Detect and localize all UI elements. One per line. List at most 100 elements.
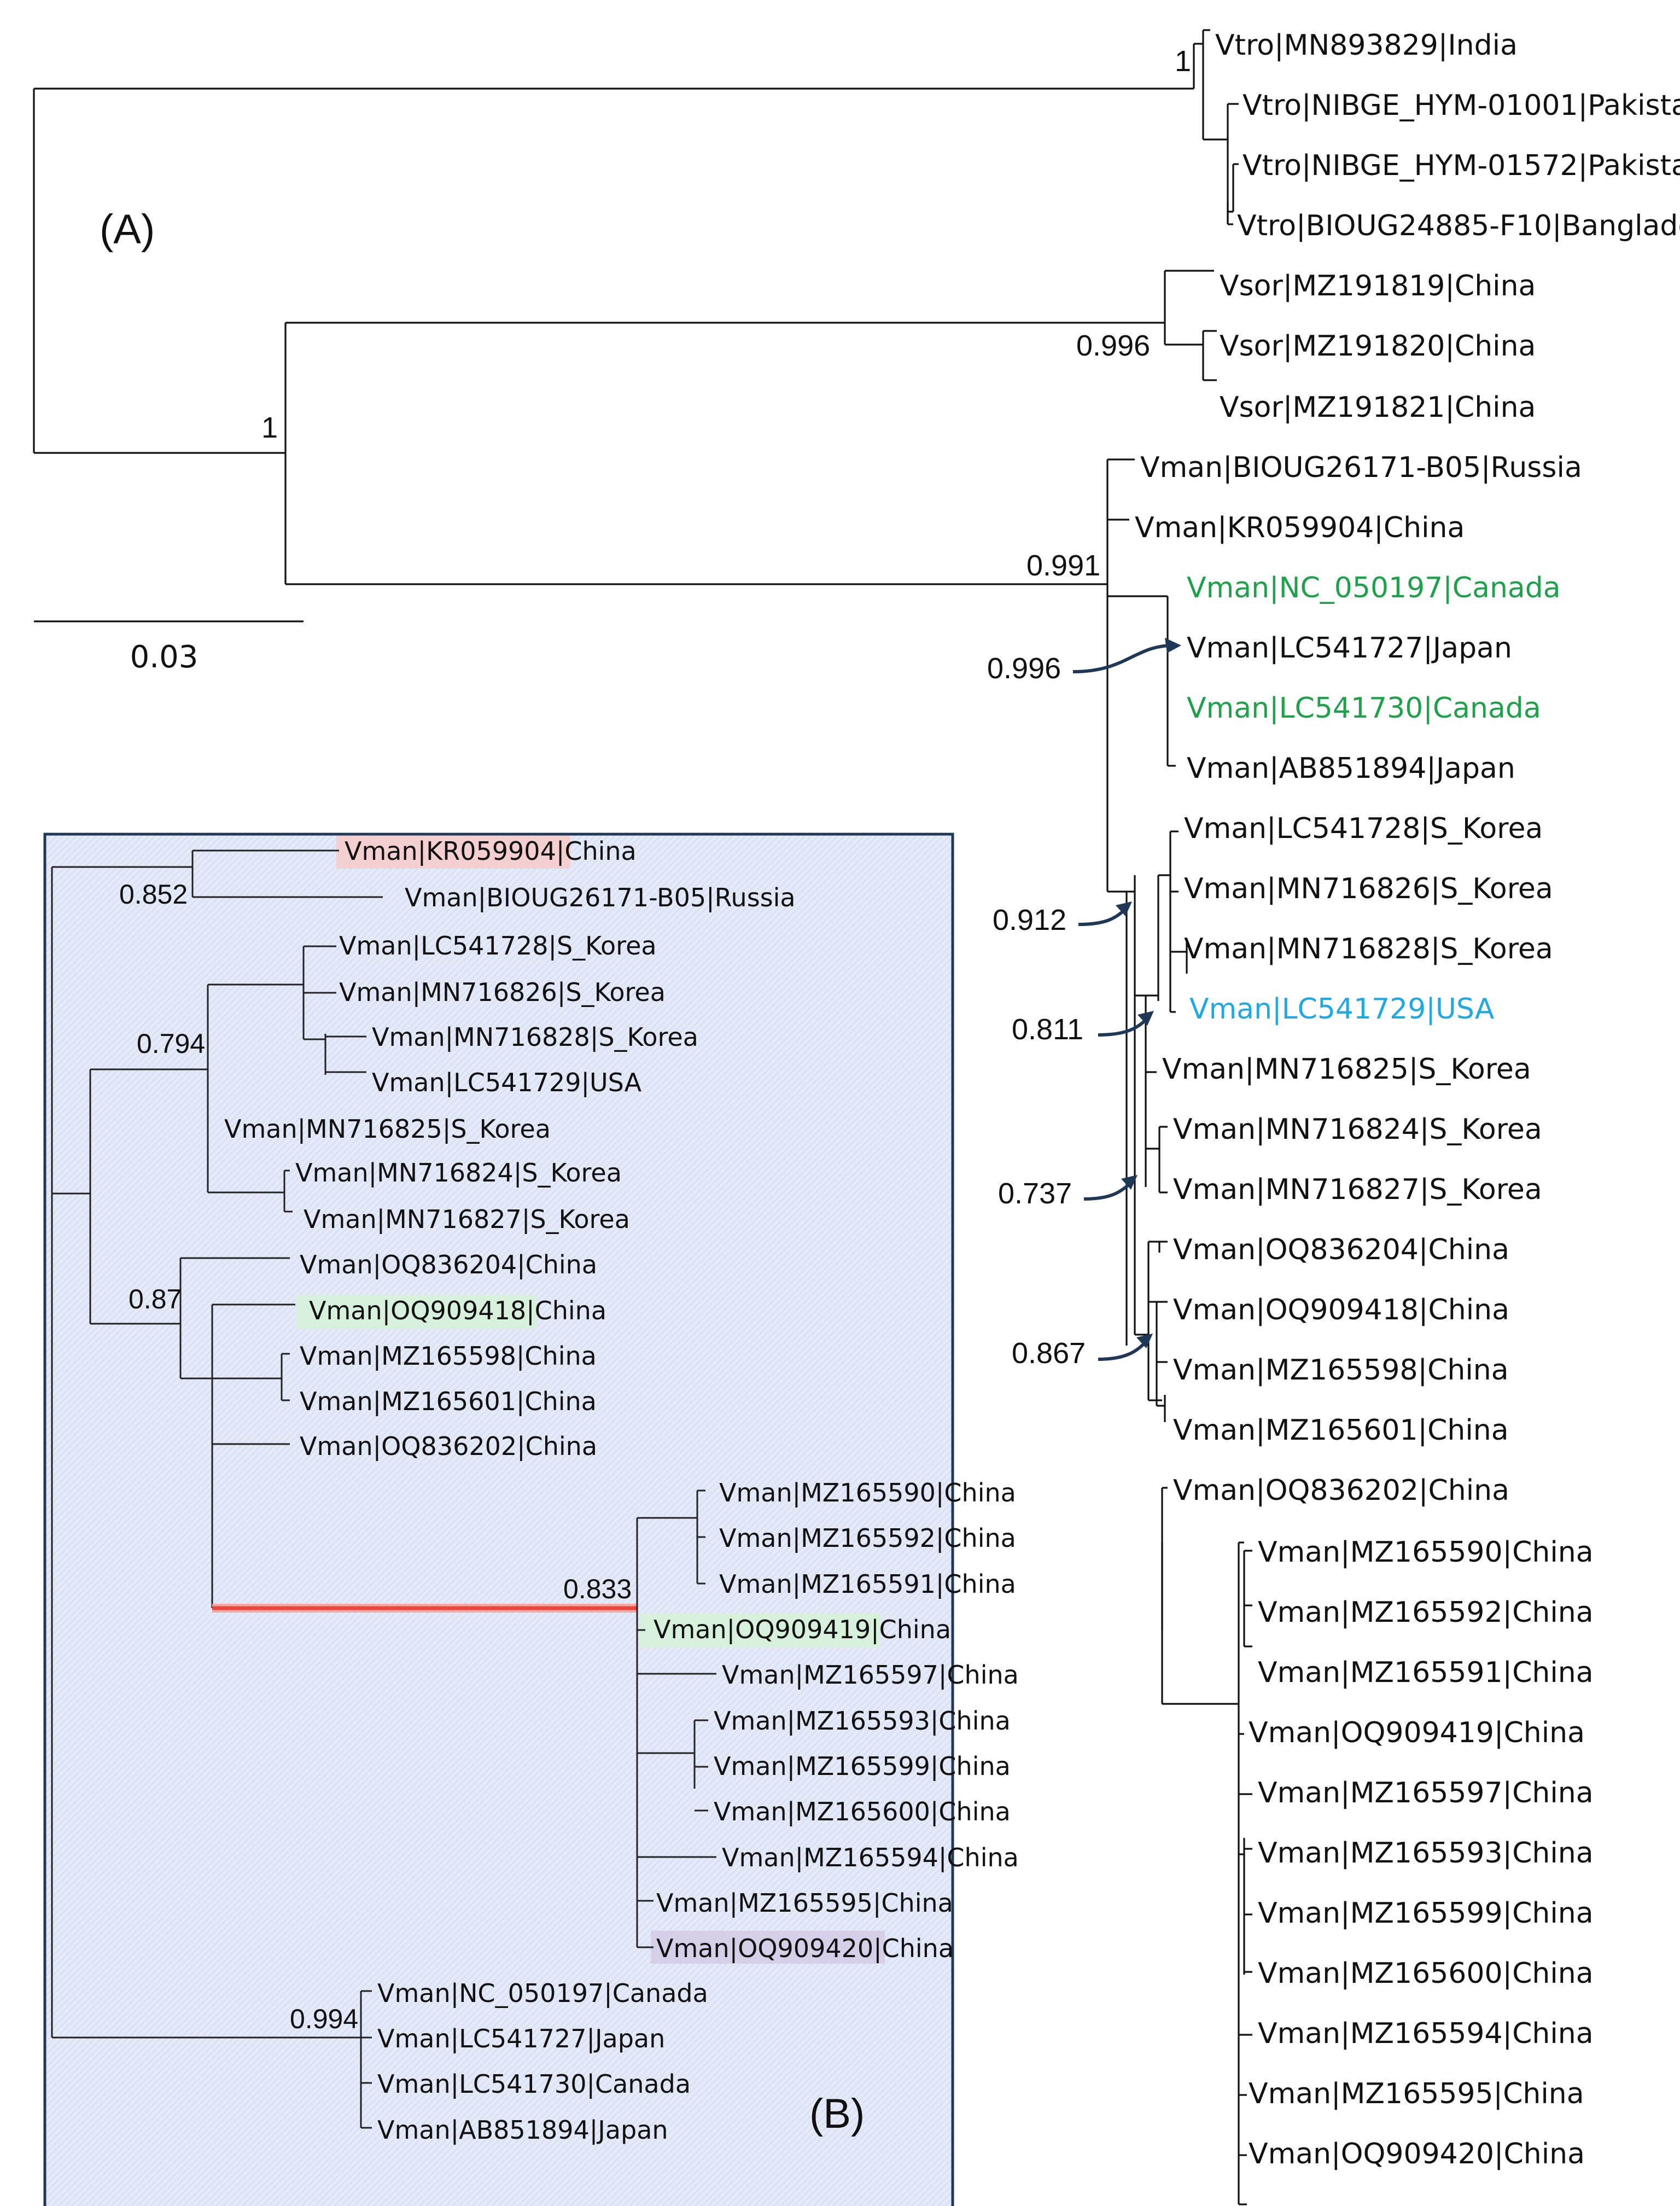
- tip-label: Vman|KR059904|China: [1135, 511, 1465, 544]
- arrowhead-icon: [1136, 1334, 1153, 1348]
- support-value: 0.811: [1012, 1013, 1083, 1046]
- tip-label: Vman|BIOUG26171-B05|Russia: [405, 883, 796, 913]
- panel-a-arrows: [1072, 638, 1181, 1361]
- tip-label: Vman|MZ165598|China: [1173, 1354, 1509, 1387]
- tip-label: Vman|MZ165593|China: [714, 1706, 1011, 1736]
- panel-a-support-values: 1 1 0.996 0.991 0.996 0.912 0.811 0.737 …: [261, 45, 1191, 1370]
- tip-label: Vman|MZ165594|China: [1258, 2017, 1594, 2050]
- panel-b-highlights: [296, 836, 885, 1964]
- panel-b-tree: [51, 849, 716, 2129]
- panel-b-tip-labels: Vman|KR059904|China Vman|BIOUG26171-B05|…: [224, 836, 1019, 2145]
- highlight-red: [336, 836, 570, 869]
- support-value: 0.991: [1026, 549, 1100, 582]
- tip-label: Vtro|NIBGE_HYM-01001|Pakistan: [1242, 89, 1680, 122]
- tip-label: Vsor|MZ191819|China: [1220, 270, 1536, 302]
- scale-bar-label: 0.03: [130, 639, 199, 675]
- highlight-green: [296, 1295, 537, 1329]
- tip-label: Vman|LC541729|USA: [372, 1068, 642, 1098]
- tip-label: Vman|MN716826|S_Korea: [1184, 872, 1553, 905]
- tip-label: Vman|MZ165597|China: [1258, 1777, 1594, 1809]
- tip-label: Vman|MZ165595|China: [1249, 2077, 1584, 2110]
- support-value: 0.867: [1012, 1337, 1086, 1370]
- support-value: 0.996: [1076, 329, 1150, 362]
- panel-label-b: (B): [809, 2091, 865, 2137]
- tip-label: Vman|MZ165590|China: [1258, 1536, 1594, 1569]
- tip-label: Vsor|MZ191820|China: [1220, 330, 1536, 363]
- tip-label: Vman|BIOUG26171-B05|Russia: [1140, 451, 1582, 484]
- tip-label: Vman|MZ165597|China: [722, 1660, 1019, 1690]
- support-value: 0.87: [129, 1284, 182, 1314]
- tip-label: Vtro|MN893829|India: [1215, 29, 1518, 62]
- tip-label: Vman|LC541728|S_Korea: [1184, 812, 1543, 845]
- tip-label: Vman|MN716826|S_Korea: [339, 977, 666, 1008]
- panel-b-support-values: 0.852 0.794 0.87 0.833 0.994: [119, 879, 632, 2034]
- support-value: 1: [1175, 45, 1191, 78]
- tip-label: Vman|MN716828|S_Korea: [1184, 933, 1553, 965]
- support-value: 0.996: [987, 652, 1061, 685]
- support-value: 0.912: [993, 904, 1066, 936]
- panel-a-tip-labels: Vtro|MN893829|India Vtro|NIBGE_HYM-01001…: [1135, 29, 1680, 2170]
- tip-label: Vman|LC541727|Japan: [377, 2024, 665, 2054]
- tip-label: Vman|MN716825|S_Korea: [224, 1114, 551, 1144]
- tip-label: Vman|MN716824|S_Korea: [295, 1158, 622, 1188]
- support-value: 1: [261, 411, 278, 444]
- tip-label: Vman|MZ165591|China: [719, 1569, 1016, 1599]
- support-arrow: [1098, 1338, 1149, 1361]
- tip-label: Vman|OQ909420|China: [656, 1934, 954, 1964]
- tip-label: Vman|MZ165592|China: [719, 1523, 1016, 1553]
- panel-a-tree: [33, 29, 1252, 2205]
- tip-label: Vtro|BIOUG24885-F10|Bangladesh: [1237, 209, 1680, 242]
- scale-bar: 0.03: [34, 620, 304, 675]
- arrowhead-icon: [1138, 1011, 1154, 1026]
- highlight-green: [640, 1614, 880, 1648]
- tip-label: Vman|MZ165590|China: [719, 1478, 1016, 1508]
- tip-label: Vman|OQ909419|China: [1249, 1716, 1585, 1749]
- arrowhead-icon: [1165, 638, 1181, 653]
- support-value: 0.994: [290, 2004, 358, 2034]
- tip-label: Vman|MZ165592|China: [1258, 1596, 1594, 1629]
- panel-label-a: (A): [100, 206, 155, 253]
- tip-label: Vman|MN716825|S_Korea: [1162, 1053, 1531, 1086]
- tip-label: Vman|OQ909420|China: [1249, 2138, 1585, 2170]
- tip-label: Vman|NC_050197|Canada: [1187, 572, 1561, 604]
- support-arrow: [1078, 906, 1128, 926]
- tip-label: Vman|OQ909418|China: [1173, 1294, 1509, 1326]
- tip-label: Vman|MZ165598|China: [300, 1341, 597, 1371]
- tip-label: Vman|MZ165601|China: [1173, 1414, 1509, 1447]
- tip-label: Vman|LC541730|Canada: [377, 2069, 691, 2099]
- support-value: 0.794: [137, 1028, 205, 1059]
- tip-label: Vman|MZ165600|China: [714, 1797, 1011, 1827]
- tip-label: Vman|MZ165599|China: [714, 1751, 1011, 1782]
- tip-label: Vman|KR059904|China: [345, 836, 637, 866]
- panel-b-background: [43, 833, 954, 2206]
- tip-label: Vman|MZ165593|China: [1258, 1837, 1594, 1870]
- tip-label: Vman|MZ165595|China: [656, 1888, 953, 1918]
- tip-label: Vman|OQ836202|China: [1173, 1474, 1509, 1507]
- tip-label: Vman|LC541729|USA: [1189, 993, 1495, 1026]
- tip-label: Vman|MN716827|S_Korea: [1173, 1173, 1542, 1206]
- support-arrow: [1083, 1180, 1134, 1201]
- tip-label: Vman|MZ165601|China: [300, 1387, 597, 1417]
- support-value: 0.737: [998, 1177, 1072, 1210]
- arrowhead-icon: [1116, 901, 1132, 916]
- support-value: 0.833: [563, 1574, 632, 1604]
- tip-label: Vman|NC_050197|Canada: [377, 1978, 708, 2009]
- tip-label: Vman|OQ909419|China: [654, 1615, 951, 1645]
- tip-label: Vman|MZ165600|China: [1258, 1957, 1594, 1990]
- tip-label: Vman|MZ165594|China: [722, 1843, 1019, 1873]
- tip-label: Vtro|NIBGE_HYM-01572|Pakistan: [1242, 149, 1680, 182]
- tip-label: Vsor|MZ191821|China: [1220, 391, 1536, 424]
- tip-label: Vman|OQ836202|China: [300, 1431, 597, 1462]
- tip-label: Vman|AB851894|Japan: [377, 2115, 668, 2145]
- tip-label: Vman|LC541727|Japan: [1187, 632, 1512, 665]
- tip-label: Vman|MN716827|S_Korea: [304, 1204, 630, 1235]
- tip-label: Vman|MN716828|S_Korea: [372, 1022, 698, 1052]
- tip-label: Vman|AB851894|Japan: [1187, 752, 1515, 785]
- highlight-purple: [651, 1931, 885, 1964]
- arrowhead-icon: [1121, 1175, 1138, 1190]
- tip-label: Vman|LC541728|S_Korea: [339, 931, 657, 961]
- support-value: 0.852: [119, 879, 188, 910]
- support-arrow: [1098, 1016, 1150, 1037]
- tip-label: Vman|OQ836204|China: [1173, 1233, 1509, 1266]
